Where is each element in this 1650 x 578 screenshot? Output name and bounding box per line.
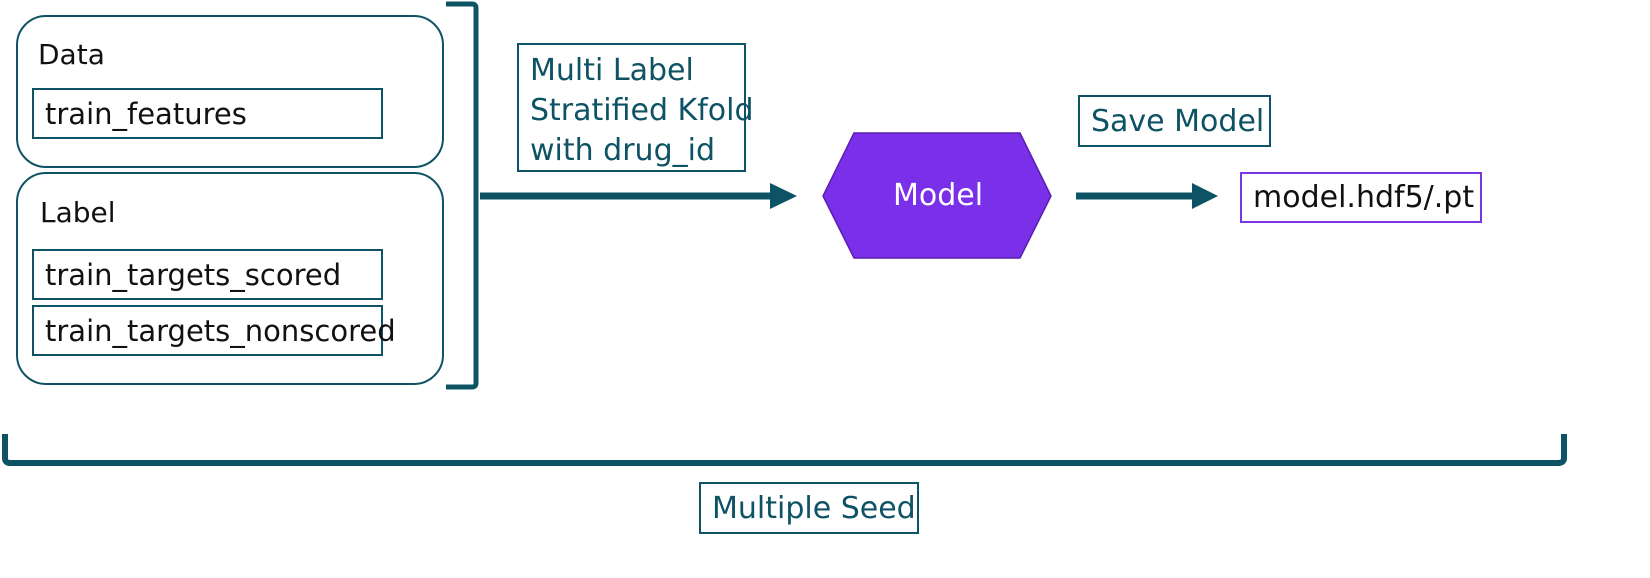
file-train-targets-scored: train_targets_scored bbox=[32, 249, 383, 300]
split-step-line-2: Stratified Kfold bbox=[530, 93, 754, 128]
arrow-to-model-head bbox=[770, 183, 797, 209]
input-bracket bbox=[446, 1, 479, 390]
label-group-title: Label bbox=[40, 196, 116, 229]
data-group-title: Data bbox=[38, 38, 105, 71]
split-step-line-1: Multi Label bbox=[530, 53, 694, 88]
model-label: Model bbox=[892, 178, 984, 213]
loop-bracket bbox=[2, 434, 1567, 466]
model-hexagon bbox=[822, 132, 1052, 259]
arrow-to-output-head bbox=[1192, 183, 1218, 209]
file-train-targets-nonscored: train_targets_nonscored bbox=[32, 305, 396, 356]
file-train-features: train_features bbox=[32, 88, 383, 139]
multiple-seed-box: Multiple Seed bbox=[699, 482, 919, 534]
split-step-box: Multi Label Stratified Kfold with drug_i… bbox=[517, 43, 754, 172]
split-step-line-3: with drug_id bbox=[530, 133, 715, 168]
save-model-box: Save Model bbox=[1078, 95, 1271, 147]
output-file-box: model.hdf5/.pt bbox=[1240, 172, 1482, 223]
